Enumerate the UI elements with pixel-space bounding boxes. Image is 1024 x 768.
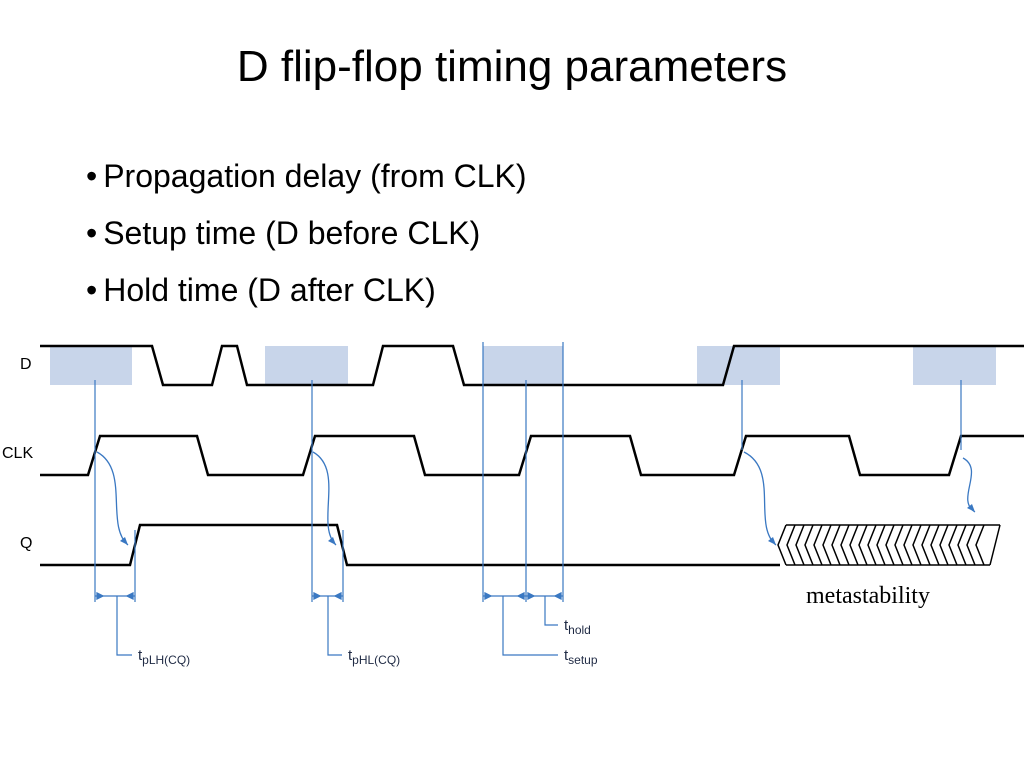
d-waveform bbox=[40, 344, 1024, 387]
arrow-heads bbox=[120, 504, 975, 545]
signal-label-clk: CLK bbox=[2, 445, 33, 462]
label-tplh: tpLH(CQ) bbox=[138, 647, 190, 667]
label-tsetup-sub: setup bbox=[568, 653, 598, 667]
causal-arrows bbox=[96, 451, 976, 546]
measure-tick bbox=[527, 591, 536, 601]
leader-lines bbox=[116, 596, 558, 656]
bullet-text: Propagation delay (from CLK) bbox=[103, 158, 527, 194]
q-waveform bbox=[40, 523, 780, 567]
measure-tick bbox=[553, 591, 562, 601]
label-tsetup: tsetup bbox=[564, 647, 598, 667]
label-tplh-sub: pLH(CQ) bbox=[142, 653, 190, 667]
label-thold-sub: hold bbox=[568, 623, 591, 637]
arrow-head bbox=[768, 537, 776, 545]
arrow-clk-to-q-3 bbox=[743, 451, 777, 546]
signal-label-q: Q bbox=[20, 535, 32, 552]
bullet-propagation-delay: •Propagation delay (from CLK) bbox=[86, 148, 527, 205]
label-tphl-sub: pHL(CQ) bbox=[352, 653, 400, 667]
arrow-clk-to-q-1 bbox=[96, 451, 129, 546]
measure-tick bbox=[516, 591, 525, 601]
timing-window-4 bbox=[697, 346, 780, 385]
measurement-bars bbox=[95, 591, 563, 601]
label-tsetup-main: t bbox=[564, 647, 569, 664]
bullet-list: •Propagation delay (from CLK) •Setup tim… bbox=[86, 148, 527, 319]
measure-tick bbox=[313, 591, 322, 601]
label-tphl-main: t bbox=[348, 647, 353, 664]
signal-label-d: D bbox=[20, 356, 32, 373]
measure-tick bbox=[484, 591, 493, 601]
metastability-label: metastability bbox=[806, 583, 930, 609]
bullet-hold-time: •Hold time (D after CLK) bbox=[86, 262, 527, 319]
arrow-head bbox=[967, 504, 975, 512]
timing-diagram: D CLK Q metastability bbox=[2, 342, 1024, 667]
timing-window-5 bbox=[913, 346, 996, 385]
bullet-text: Setup time (D before CLK) bbox=[103, 215, 481, 251]
bullet-dot: • bbox=[86, 272, 98, 308]
marker-lines bbox=[94, 342, 962, 602]
measure-tick bbox=[96, 591, 105, 601]
label-tphl: tpHL(CQ) bbox=[348, 647, 400, 667]
timing-window-2 bbox=[265, 346, 348, 385]
leader-tplh bbox=[116, 596, 132, 656]
slide-title: D flip-flop timing parameters bbox=[236, 42, 788, 91]
timing-window-1 bbox=[50, 346, 132, 385]
arrow-head bbox=[328, 537, 336, 545]
bullet-dot: • bbox=[86, 215, 98, 251]
arrow-clk-to-q-4 bbox=[962, 457, 976, 513]
leader-tsetup bbox=[502, 596, 558, 656]
arrow-clk-to-q-2 bbox=[312, 451, 337, 546]
label-thold: thold bbox=[564, 617, 591, 637]
meta-hatch bbox=[777, 524, 985, 566]
clk-waveform bbox=[40, 434, 1024, 477]
bullet-text: Hold time (D after CLK) bbox=[103, 272, 436, 308]
bullet-dot: • bbox=[86, 158, 98, 194]
measure-tick bbox=[125, 591, 134, 601]
timing-windows bbox=[50, 346, 996, 385]
leader-tphl bbox=[327, 596, 342, 656]
arrow-head bbox=[120, 537, 128, 545]
measure-tick bbox=[333, 591, 342, 601]
metastability-region bbox=[777, 524, 1001, 566]
leader-thold bbox=[544, 596, 558, 626]
label-tplh-main: t bbox=[138, 647, 143, 664]
bullet-setup-time: •Setup time (D before CLK) bbox=[86, 205, 527, 262]
meta-right-edge bbox=[989, 524, 1001, 566]
timing-window-3 bbox=[483, 346, 563, 385]
label-thold-main: t bbox=[564, 617, 569, 634]
